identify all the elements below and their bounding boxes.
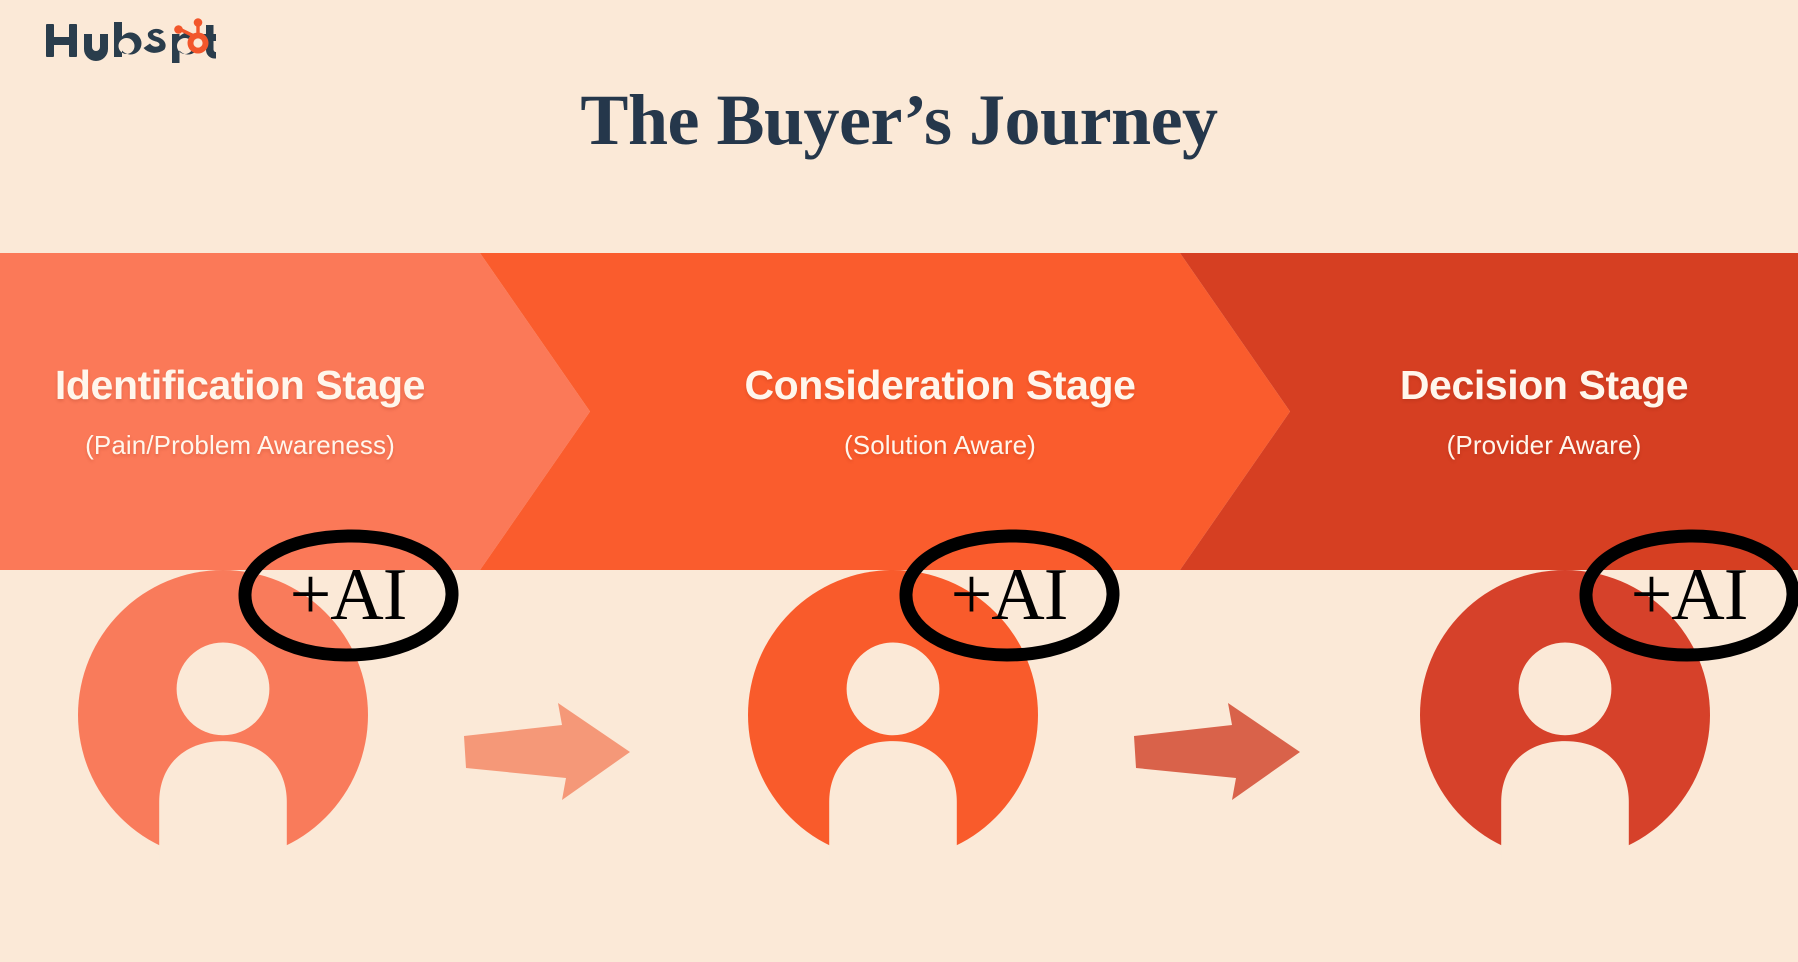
person-avatar-icon [748, 570, 1038, 860]
stage-label-decision: Decision Stage (Provider Aware) [1290, 253, 1798, 570]
ai-annotation-consideration: +AI [899, 529, 1120, 662]
stage-segment-identification[interactable] [0, 253, 590, 570]
stage-name: Decision Stage [1399, 362, 1689, 408]
ai-annotation-decision: +AI [1579, 529, 1798, 662]
stage-name: Identification Stage [54, 362, 426, 408]
stage-subtitle: (Solution Aware) [844, 430, 1036, 460]
hand-drawn-ellipse-icon [1579, 529, 1798, 662]
ai-annotation-label: +AI [950, 554, 1069, 636]
stage-name: Consideration Stage [744, 362, 1136, 408]
ai-annotation-identification: +AI [238, 529, 459, 662]
stage-subtitle: (Provider Aware) [1446, 430, 1642, 460]
hubspot-logo-icon [46, 18, 216, 63]
right-arrow-icon [464, 703, 630, 800]
hand-drawn-ellipse-icon [238, 529, 459, 662]
buyer-journey-banner: Identification Stage (Pain/Problem Aware… [0, 253, 1798, 570]
stage-segment-consideration[interactable] [480, 253, 1290, 570]
ai-annotation-label: +AI [289, 554, 408, 636]
persona-avatar-consideration[interactable] [748, 570, 1038, 860]
page-title: The Buyer’s Journey [580, 80, 1218, 160]
stage-label-consideration: Consideration Stage (Solution Aware) [590, 253, 1290, 570]
stage-subtitle: (Pain/Problem Awareness) [85, 430, 395, 460]
ai-annotation-label: +AI [1630, 554, 1749, 636]
stage-label-identification: Identification Stage (Pain/Problem Aware… [0, 253, 480, 570]
right-arrow-icon [1134, 703, 1300, 800]
flow-arrow-2 [1132, 700, 1302, 805]
hand-drawn-ellipse-icon [899, 529, 1120, 662]
hubspot-logo[interactable] [44, 18, 216, 64]
flow-arrow-1 [462, 700, 632, 805]
